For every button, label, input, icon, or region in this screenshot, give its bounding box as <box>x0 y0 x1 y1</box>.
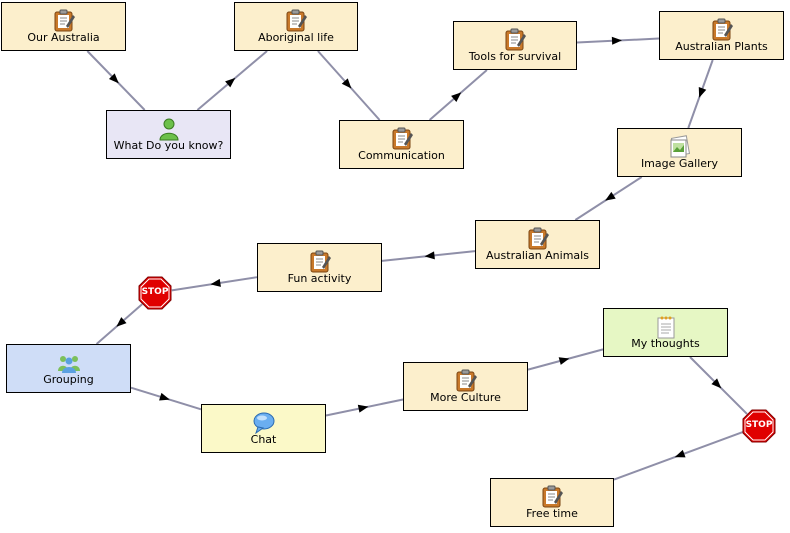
edge-arrowhead <box>357 404 369 413</box>
node-free-time[interactable]: Free time <box>490 478 614 527</box>
stop-label: STOP <box>141 287 169 297</box>
node-label: Australian Plants <box>675 40 768 53</box>
edge-arrowhead <box>210 278 221 287</box>
edge-arrowhead <box>108 73 119 84</box>
edge-arrowhead <box>711 378 722 389</box>
edge-arrowhead <box>698 87 707 98</box>
chat-bubble-icon <box>252 411 276 435</box>
node-label: Communication <box>358 149 445 162</box>
node-label: Free time <box>526 507 578 520</box>
node-more-culture[interactable]: More Culture <box>403 362 528 411</box>
image-gallery-icon <box>668 135 692 159</box>
edge-arrowhead <box>611 36 622 45</box>
node-label: My thoughts <box>631 337 700 350</box>
clipboard-icon <box>284 9 308 33</box>
edge-arrowhead <box>424 251 435 260</box>
node-grouping[interactable]: Grouping <box>6 344 131 393</box>
edge-arrowhead <box>605 191 616 201</box>
node-label: Image Gallery <box>640 157 719 170</box>
notebook-icon <box>654 315 678 339</box>
stop-sign-icon[interactable]: STOP <box>742 409 776 443</box>
node-australian-animals[interactable]: Australian Animals <box>475 220 600 269</box>
clipboard-icon <box>454 369 478 393</box>
edge-arrowhead <box>674 449 686 458</box>
node-communication[interactable]: Communication <box>339 120 464 169</box>
stop-sign-icon[interactable]: STOP <box>138 276 172 310</box>
person-icon <box>157 117 181 141</box>
node-label: Aboriginal life <box>258 31 334 44</box>
edge-arrowhead <box>558 357 570 365</box>
node-tools-for-survival[interactable]: Tools for survival <box>453 21 577 70</box>
node-what-do-you-know[interactable]: What Do you know? <box>106 110 231 159</box>
node-label: Our Australia <box>27 31 100 44</box>
node-our-australia[interactable]: Our Australia <box>1 2 126 51</box>
node-label: Australian Animals <box>486 249 589 262</box>
node-label: What Do you know? <box>113 139 224 152</box>
clipboard-icon <box>710 18 734 42</box>
clipboard-icon <box>526 227 550 251</box>
node-my-thoughts[interactable]: My thoughts <box>603 308 728 357</box>
node-image-gallery[interactable]: Image Gallery <box>617 128 742 177</box>
clipboard-icon <box>540 485 564 509</box>
node-chat[interactable]: Chat <box>201 404 326 453</box>
clipboard-icon <box>503 28 527 52</box>
node-label: More Culture <box>430 391 501 404</box>
node-label: Tools for survival <box>468 50 562 63</box>
stop-label: STOP <box>745 420 773 430</box>
edge-arrowhead <box>341 78 352 89</box>
node-fun-activity[interactable]: Fun activity <box>257 243 382 292</box>
edge-arrowhead <box>225 77 236 88</box>
clipboard-icon <box>390 127 414 151</box>
edge-arrowhead <box>451 92 462 102</box>
node-australian-plants[interactable]: Australian Plants <box>659 11 784 60</box>
node-label: Fun activity <box>287 272 352 285</box>
edge-arrowhead <box>116 317 127 327</box>
clipboard-icon <box>308 250 332 274</box>
clipboard-icon <box>52 9 76 33</box>
edge-arrowhead <box>159 392 170 401</box>
node-label: Chat <box>250 433 277 446</box>
group-icon <box>57 351 81 375</box>
node-label: Grouping <box>43 373 94 386</box>
node-aboriginal-life[interactable]: Aboriginal life <box>234 2 358 51</box>
